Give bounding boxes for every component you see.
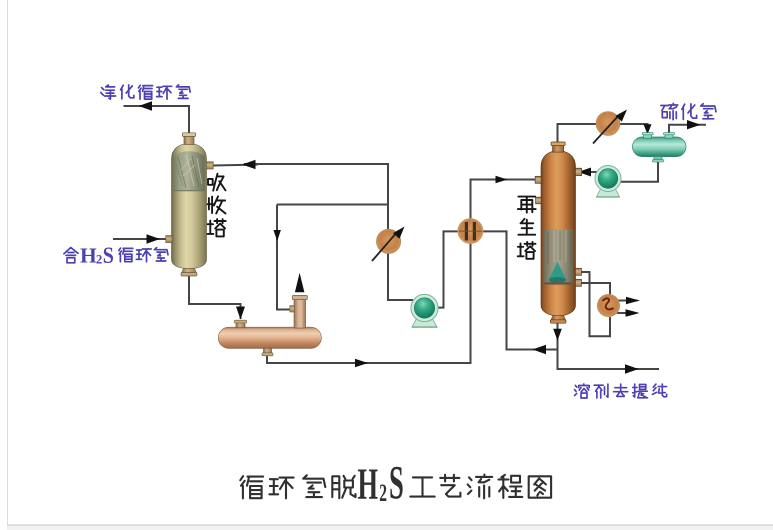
svg-text:H: H: [80, 244, 97, 268]
svg-text:H: H: [358, 460, 379, 509]
svg-text:2: 2: [379, 479, 387, 507]
svg-text:2: 2: [96, 253, 102, 267]
svg-text:S: S: [389, 458, 404, 510]
svg-text:S: S: [103, 243, 114, 269]
